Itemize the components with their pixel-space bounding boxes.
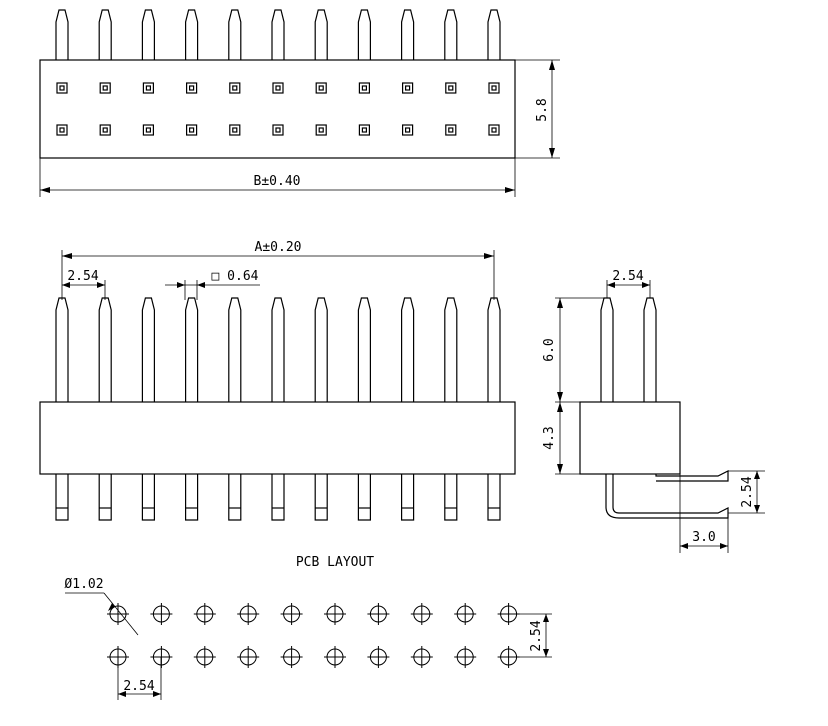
- pcb-hole: [367, 603, 390, 625]
- front-view-upper-pin: [55, 297, 69, 402]
- front-view-upper-pin: [487, 297, 501, 402]
- pin-square: [488, 124, 500, 136]
- pin-square: [272, 124, 284, 136]
- side-pitch-label: 2.54: [612, 269, 643, 284]
- width-b-dimension-label: B±0.40: [254, 174, 301, 189]
- top-view-pin: [185, 9, 199, 60]
- pin-square: [186, 82, 198, 94]
- pcb-layout: [65, 592, 552, 700]
- pin-square: [402, 124, 414, 136]
- pin-square: [488, 82, 500, 94]
- pcb-holes: [107, 603, 520, 668]
- pin-square: [56, 124, 68, 136]
- top-view-pin: [228, 9, 242, 60]
- tail-length-label: 3.0: [692, 530, 715, 545]
- pin-square: [142, 82, 154, 94]
- pcb-hole: [280, 646, 303, 668]
- side-view-body: [579, 401, 681, 475]
- pin-square: [402, 82, 414, 94]
- pcb-layout-title: PCB LAYOUT: [296, 555, 374, 570]
- top-view-pin-squares: [56, 82, 500, 136]
- pcb-hole: [410, 603, 433, 625]
- top-view-pin: [271, 9, 285, 60]
- pcb-hole: [150, 603, 173, 625]
- front-view: [39, 250, 516, 521]
- front-view-upper-pin: [357, 297, 371, 402]
- pcb-hole: [324, 646, 346, 668]
- top-view-pin: [98, 9, 112, 60]
- front-view-upper-pin: [185, 297, 199, 402]
- pcb-hole: [107, 603, 129, 625]
- pcb-hole: [454, 646, 477, 668]
- pin-square: [445, 82, 457, 94]
- pcb-hole: [280, 603, 303, 625]
- pcb-hole: [367, 646, 390, 668]
- pin-square: [99, 124, 111, 136]
- width-a-dimension-label: A±0.20: [255, 240, 302, 255]
- top-view-body: [39, 59, 516, 159]
- pin-square: [358, 82, 370, 94]
- top-view: [39, 9, 560, 197]
- front-view-upper-pin: [228, 297, 242, 402]
- pcb-hole: [237, 646, 260, 668]
- top-view-pin: [357, 9, 371, 60]
- front-view-upper-pin: [314, 297, 328, 402]
- pcb-hole: [410, 646, 433, 668]
- pin-square: [99, 82, 111, 94]
- pcb-hole: [193, 646, 216, 668]
- pcb-col-pitch-label: 2.54: [123, 679, 154, 694]
- body-height-label: 4.3: [542, 426, 557, 449]
- top-view-pin: [487, 9, 501, 60]
- pcb-row-pitch-label: 2.54: [529, 620, 544, 651]
- pin-height-label: 6.0: [542, 338, 557, 361]
- front-pitch-label: 2.54: [67, 269, 98, 284]
- top-view-pin: [55, 9, 69, 60]
- pcb-hole: [237, 603, 260, 625]
- pcb-hole: [454, 603, 477, 625]
- front-view-upper-pin: [401, 297, 415, 402]
- top-view-pin: [314, 9, 328, 60]
- pin-size-label: □ 0.64: [212, 269, 259, 284]
- tail-pitch-label: 2.54: [740, 476, 755, 507]
- pin-square: [315, 82, 327, 94]
- top-view-pin: [141, 9, 155, 60]
- pin-square: [229, 124, 241, 136]
- pcb-hole: [193, 603, 216, 625]
- pcb-hole: [324, 603, 346, 625]
- front-view-upper-pin: [271, 297, 285, 402]
- front-view-upper-pin: [141, 297, 155, 402]
- hole-diameter-label: Ø1.02: [64, 577, 103, 592]
- side-view: [555, 280, 765, 553]
- pin-square: [142, 124, 154, 136]
- height-dimension-label: 5.8: [535, 98, 550, 121]
- pin-square: [358, 124, 370, 136]
- pin-square: [272, 82, 284, 94]
- pin-square: [315, 124, 327, 136]
- pin-square: [229, 82, 241, 94]
- front-view-upper-pin: [444, 297, 458, 402]
- pin-square: [186, 124, 198, 136]
- top-view-pin: [401, 9, 415, 60]
- front-view-upper-pin: [98, 297, 112, 402]
- top-view-pin: [444, 9, 458, 60]
- top-view-pins: [55, 9, 501, 60]
- pin-square: [445, 124, 457, 136]
- front-view-body: [39, 401, 516, 475]
- pin-square: [56, 82, 68, 94]
